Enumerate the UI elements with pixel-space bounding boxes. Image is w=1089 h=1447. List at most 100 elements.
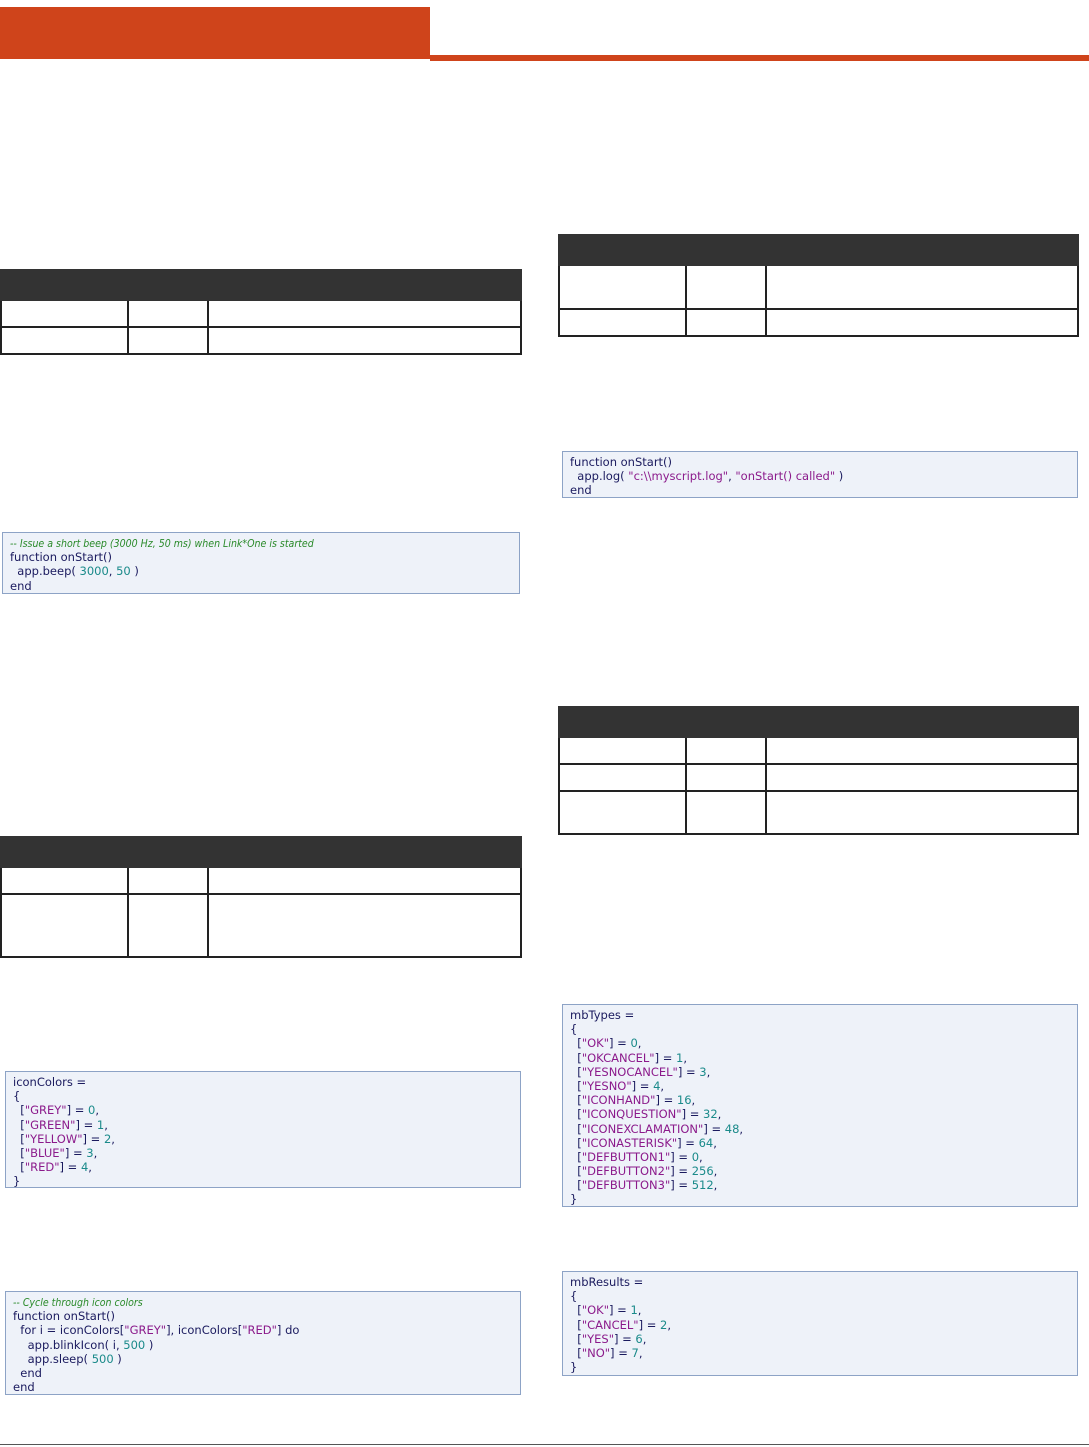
code-token: "YES" xyxy=(581,1331,614,1346)
code-line: ["ICONASTERISK"] = 64, xyxy=(570,1136,1070,1150)
table-header-row xyxy=(558,234,1079,266)
code-token: } xyxy=(13,1174,21,1189)
code-token: "DEFBUTTON3" xyxy=(581,1178,671,1193)
code-line: end xyxy=(13,1366,513,1380)
code-token: [ xyxy=(570,1050,582,1065)
code-token: "onStart() called" xyxy=(735,469,836,484)
code-token: app.log( xyxy=(570,469,629,484)
col-header xyxy=(0,269,129,301)
code-token: ] do xyxy=(276,1323,300,1338)
code-token: , xyxy=(637,1036,642,1051)
code-token: , xyxy=(683,1050,687,1065)
code-token: ) xyxy=(835,469,844,484)
code-token: ] = xyxy=(631,1078,654,1093)
code-block-icon-colors: iconColors ={ ["GREY"] = 0, ["GREEN"] = … xyxy=(5,1071,521,1188)
code-token: 64 xyxy=(698,1135,714,1150)
code-token: ], iconColors[ xyxy=(166,1323,243,1338)
code-token: "ICONHAND" xyxy=(581,1093,656,1108)
code-token: "DEFBUTTON1" xyxy=(581,1149,671,1164)
code-token: , xyxy=(104,1117,108,1132)
code-token: "BLUE" xyxy=(24,1145,65,1160)
code-token: ] = xyxy=(655,1093,677,1108)
code-token: 0 xyxy=(691,1149,700,1164)
code-block-mb-types: mbTypes ={ ["OK"] = 0, ["OKCANCEL"] = 1,… xyxy=(562,1004,1078,1207)
code-token: 48 xyxy=(724,1121,740,1136)
code-token: , xyxy=(93,1145,98,1160)
table-header-row xyxy=(0,269,522,301)
code-line: ["CANCEL"] = 2, xyxy=(570,1318,1070,1332)
code-token: [ xyxy=(570,1178,582,1193)
code-token: ] = xyxy=(66,1103,89,1118)
code-line: mbTypes = xyxy=(570,1008,1070,1022)
code-line: ["YELLOW"] = 2, xyxy=(13,1132,513,1146)
code-token: 2 xyxy=(103,1131,112,1146)
param-table-log xyxy=(558,234,1079,337)
col-header xyxy=(558,234,687,266)
code-token: "RED" xyxy=(242,1323,277,1338)
col-header xyxy=(765,234,1079,266)
code-token: ] = xyxy=(670,1164,692,1179)
code-line: end xyxy=(13,1380,513,1394)
code-token: function onStart() xyxy=(10,550,113,565)
code-token: 256 xyxy=(691,1164,714,1179)
code-token: 4 xyxy=(80,1160,89,1175)
code-line: ["OKCANCEL"] = 1, xyxy=(570,1051,1070,1065)
table-row xyxy=(0,893,522,958)
code-token: [ xyxy=(570,1121,582,1136)
code-line: ["BLUE"] = 3, xyxy=(13,1146,513,1160)
code-line: ["ICONQUESTION"] = 32, xyxy=(570,1107,1070,1121)
code-line: end xyxy=(570,483,1070,497)
code-token: [ xyxy=(570,1036,582,1051)
code-line: ["YESNO"] = 4, xyxy=(570,1079,1070,1093)
code-token: [ xyxy=(570,1078,582,1093)
code-token: ] = xyxy=(610,1345,632,1360)
code-token: 500 xyxy=(91,1351,114,1366)
code-token: ] = xyxy=(75,1117,97,1132)
header-accent-rule xyxy=(430,55,1089,61)
table-row xyxy=(558,736,1079,765)
code-line: } xyxy=(570,1360,1070,1374)
code-token: "OK" xyxy=(581,1303,609,1318)
code-token: [ xyxy=(570,1303,582,1318)
table-header-row xyxy=(0,836,522,868)
code-token: ] = xyxy=(670,1178,692,1193)
code-line: ["OK"] = 0, xyxy=(570,1036,1070,1050)
code-block-beep: -- Issue a short beep (3000 Hz, 50 ms) w… xyxy=(2,532,520,594)
code-token: "ICONQUESTION" xyxy=(581,1107,682,1122)
code-token: , xyxy=(637,1303,642,1318)
code-token: [ xyxy=(570,1331,582,1346)
code-token: 3 xyxy=(699,1064,707,1079)
code-line: } xyxy=(570,1192,1070,1206)
code-token: [ xyxy=(570,1107,582,1122)
code-token: , xyxy=(713,1164,718,1179)
code-token: ] = xyxy=(638,1317,661,1332)
col-header xyxy=(558,706,687,738)
code-token: 3 xyxy=(86,1145,94,1160)
code-token: end xyxy=(13,1380,35,1395)
table-row xyxy=(0,866,522,895)
code-line: ["DEFBUTTON1"] = 0, xyxy=(570,1150,1070,1164)
table-header-row xyxy=(558,706,1079,738)
code-token: ) xyxy=(145,1337,154,1352)
code-line: -- Cycle through icon colors xyxy=(13,1295,513,1309)
code-token: iconColors = xyxy=(13,1075,87,1089)
code-token: end xyxy=(570,483,592,498)
code-token: 2 xyxy=(660,1317,668,1332)
code-token: function onStart() xyxy=(570,455,673,469)
code-line: ["ICONHAND"] = 16, xyxy=(570,1093,1070,1107)
code-token: [ xyxy=(13,1160,25,1175)
code-token: { xyxy=(13,1089,21,1104)
code-line: { xyxy=(570,1022,1070,1036)
code-token: end xyxy=(13,1365,42,1380)
code-token: , xyxy=(111,1131,115,1146)
code-token: 0 xyxy=(630,1036,638,1051)
col-header xyxy=(207,836,522,868)
code-line: ["NO"] = 7, xyxy=(570,1346,1070,1360)
code-token: , xyxy=(713,1178,718,1193)
code-line: iconColors = xyxy=(13,1075,513,1089)
header-accent-block xyxy=(0,7,430,59)
code-token: ] = xyxy=(609,1303,631,1318)
code-token: } xyxy=(570,1360,578,1375)
code-token: "ICONEXCLAMATION" xyxy=(581,1121,704,1136)
